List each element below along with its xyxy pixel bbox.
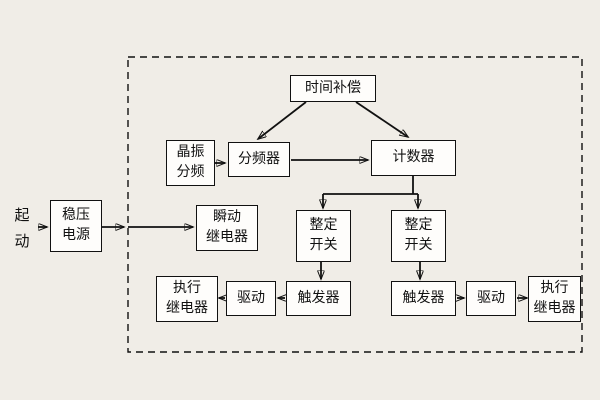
node-counter: 计数器 [371, 140, 456, 176]
node-exec-relay-right: 执行 继电器 [528, 276, 581, 322]
node-crystal-divider: 晶振 分频 [166, 140, 215, 186]
node-trigger-right: 触发器 [391, 281, 456, 316]
node-frequency-divider: 分频器 [228, 142, 290, 177]
node-setting-switch-left: 整定 开关 [296, 210, 351, 262]
node-time-compensation: 时间补偿 [290, 75, 376, 102]
node-driver-right: 驱动 [466, 281, 516, 316]
node-start-label: 起 动 [14, 206, 30, 250]
node-voltage-regulator: 稳压 电源 [50, 200, 102, 252]
node-driver-left: 驱动 [226, 281, 276, 316]
node-setting-switch-right: 整定 开关 [391, 210, 446, 262]
node-instant-relay: 瞬动 继电器 [196, 205, 258, 251]
node-trigger-left: 触发器 [286, 281, 351, 316]
node-exec-relay-left: 执行 继电器 [156, 276, 218, 322]
module-boundary-frame [127, 56, 583, 353]
